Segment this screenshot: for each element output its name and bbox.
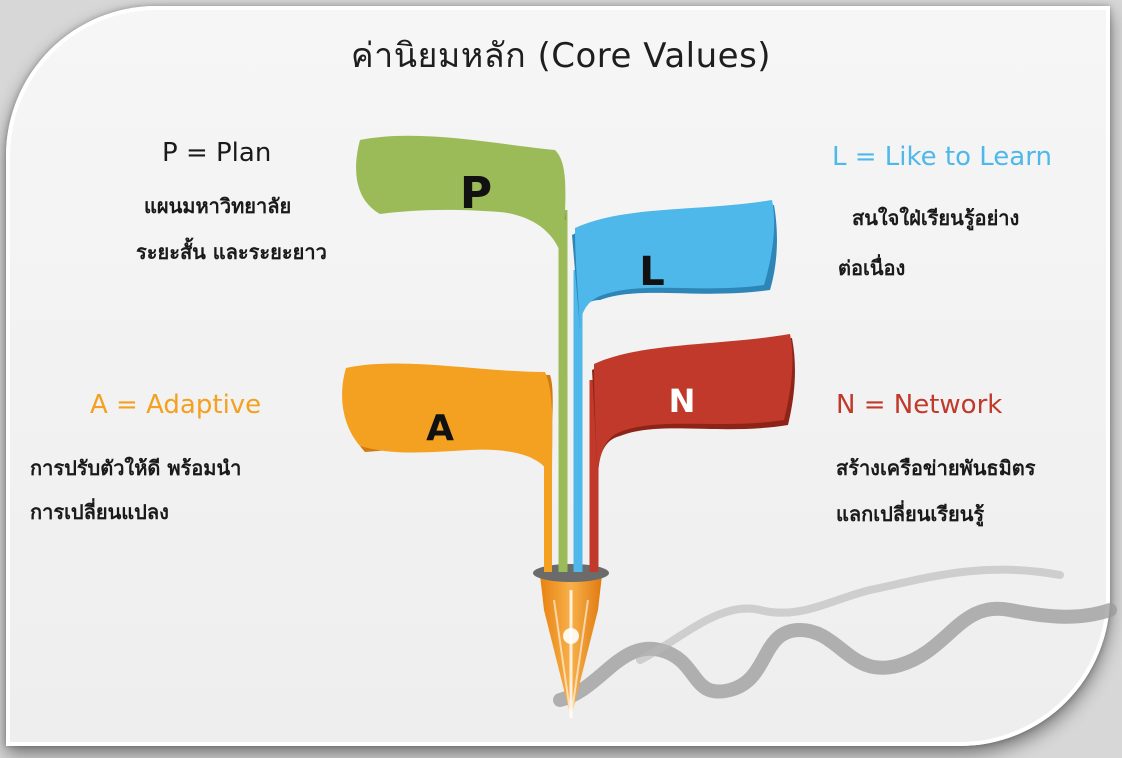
flag-letter-l: L <box>639 249 665 295</box>
learn-desc-line2: ต่อเนื่อง <box>838 256 906 280</box>
flag-letter-p: P <box>460 168 492 219</box>
network-heading: N = Network <box>836 390 1003 420</box>
flag-a: A <box>342 363 553 480</box>
adaptive-heading: A = Adaptive <box>90 390 262 420</box>
pen-nib-icon <box>533 564 609 719</box>
flag-letter-n: N <box>669 382 696 420</box>
learn-desc-line1: สนใจใฝ่เรียนรู้อย่าง <box>852 206 1020 230</box>
flag-l: L <box>572 200 777 330</box>
learn-heading: L = Like to Learn <box>832 142 1052 172</box>
plan-heading: P = Plan <box>162 138 272 168</box>
flag-p: P <box>356 135 566 260</box>
adaptive-desc-line1: การปรับตัวให้ดี พร้อมนำ <box>30 456 242 480</box>
page-title: ค่านิยมหลัก (Core Values) <box>350 36 772 76</box>
network-desc-line1: สร้างเครือข่ายพันธมิตร <box>836 456 1036 480</box>
network-desc-line2: แลกเปลี่ยนเรียนรู้ <box>836 502 985 526</box>
plan-desc-line2: ระยะสั้น และระยะยาว <box>136 240 327 264</box>
adaptive-desc-line2: การเปลี่ยนแปลง <box>30 500 169 524</box>
plan-desc-line1: แผนมหาวิทยาลัย <box>144 194 292 218</box>
flag-n: N <box>592 334 795 480</box>
flag-letter-a: A <box>426 408 454 449</box>
